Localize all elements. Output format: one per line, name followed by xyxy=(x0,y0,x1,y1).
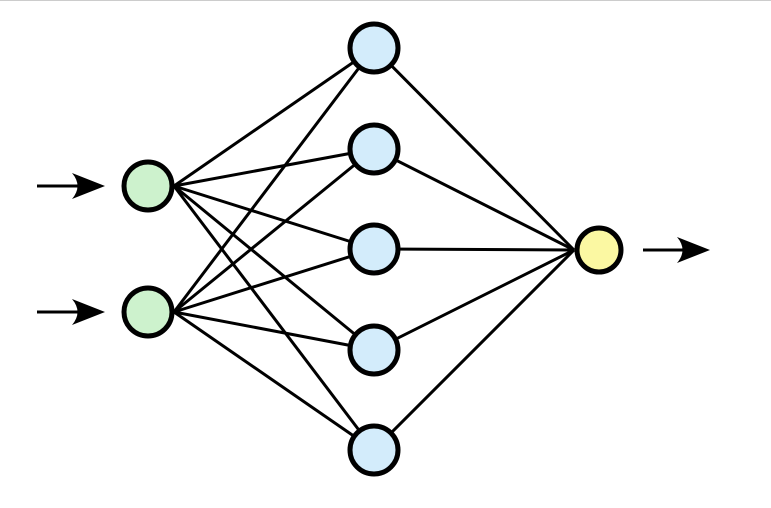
edge-input-1-hidden-4 xyxy=(173,184,375,352)
hidden-node-1 xyxy=(347,21,401,75)
edge-hidden-1-output-1 xyxy=(372,46,576,252)
hidden-node-3 xyxy=(347,222,401,276)
output-node-1 xyxy=(574,225,624,275)
hidden-node-5 xyxy=(347,423,401,477)
edge-input-1-hidden-2 xyxy=(173,147,375,188)
hidden-node-2 xyxy=(347,122,401,176)
edge-input-2-hidden-5 xyxy=(173,310,375,452)
edge-input-2-hidden-3 xyxy=(173,247,375,314)
hidden-node-4 xyxy=(347,323,401,377)
output-arrow-head-icon xyxy=(677,237,710,263)
edge-input-2-hidden-4 xyxy=(173,310,375,352)
edge-hidden-4-output-1 xyxy=(373,248,575,352)
input-arrow-1-head-icon xyxy=(72,173,105,199)
edge-input-2-hidden-2 xyxy=(173,147,375,314)
input-node-1 xyxy=(121,159,175,213)
top-border-line xyxy=(0,0,771,1)
edge-hidden-2-output-1 xyxy=(373,147,575,252)
edge-hidden-5-output-1 xyxy=(372,248,576,452)
edge-input-2-hidden-1 xyxy=(172,47,376,313)
edge-hidden-3-output-1 xyxy=(373,247,575,252)
input-node-2 xyxy=(121,285,175,339)
edge-input-1-hidden-5 xyxy=(172,185,376,451)
edge-input-1-hidden-3 xyxy=(173,184,375,251)
input-arrow-2-head-icon xyxy=(72,299,105,325)
edge-input-1-hidden-1 xyxy=(173,46,375,188)
